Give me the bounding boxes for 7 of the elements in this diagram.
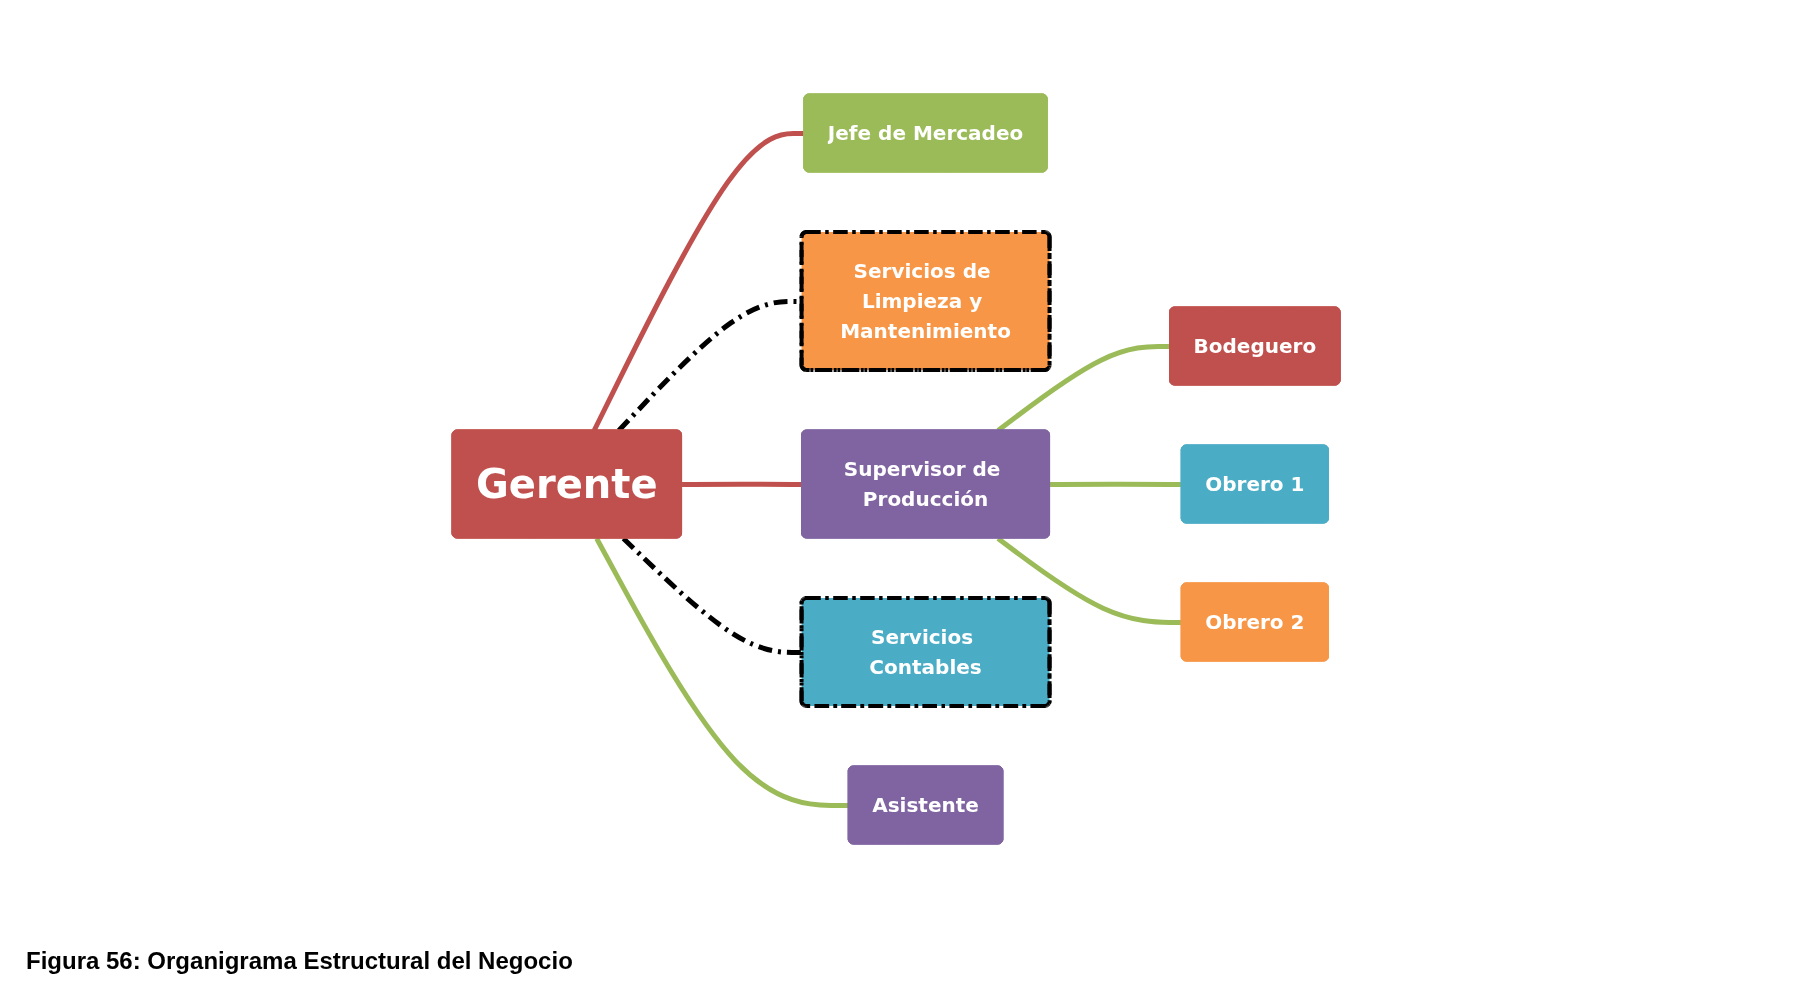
connector bbox=[592, 130, 805, 432]
connector bbox=[622, 536, 803, 655]
connector bbox=[594, 536, 850, 808]
connector bbox=[1050, 481, 1183, 487]
figure-caption: Figura 56: Organigrama Estructural del Negocio bbox=[25, 946, 574, 976]
connector bbox=[682, 481, 803, 487]
connector bbox=[996, 536, 1183, 625]
